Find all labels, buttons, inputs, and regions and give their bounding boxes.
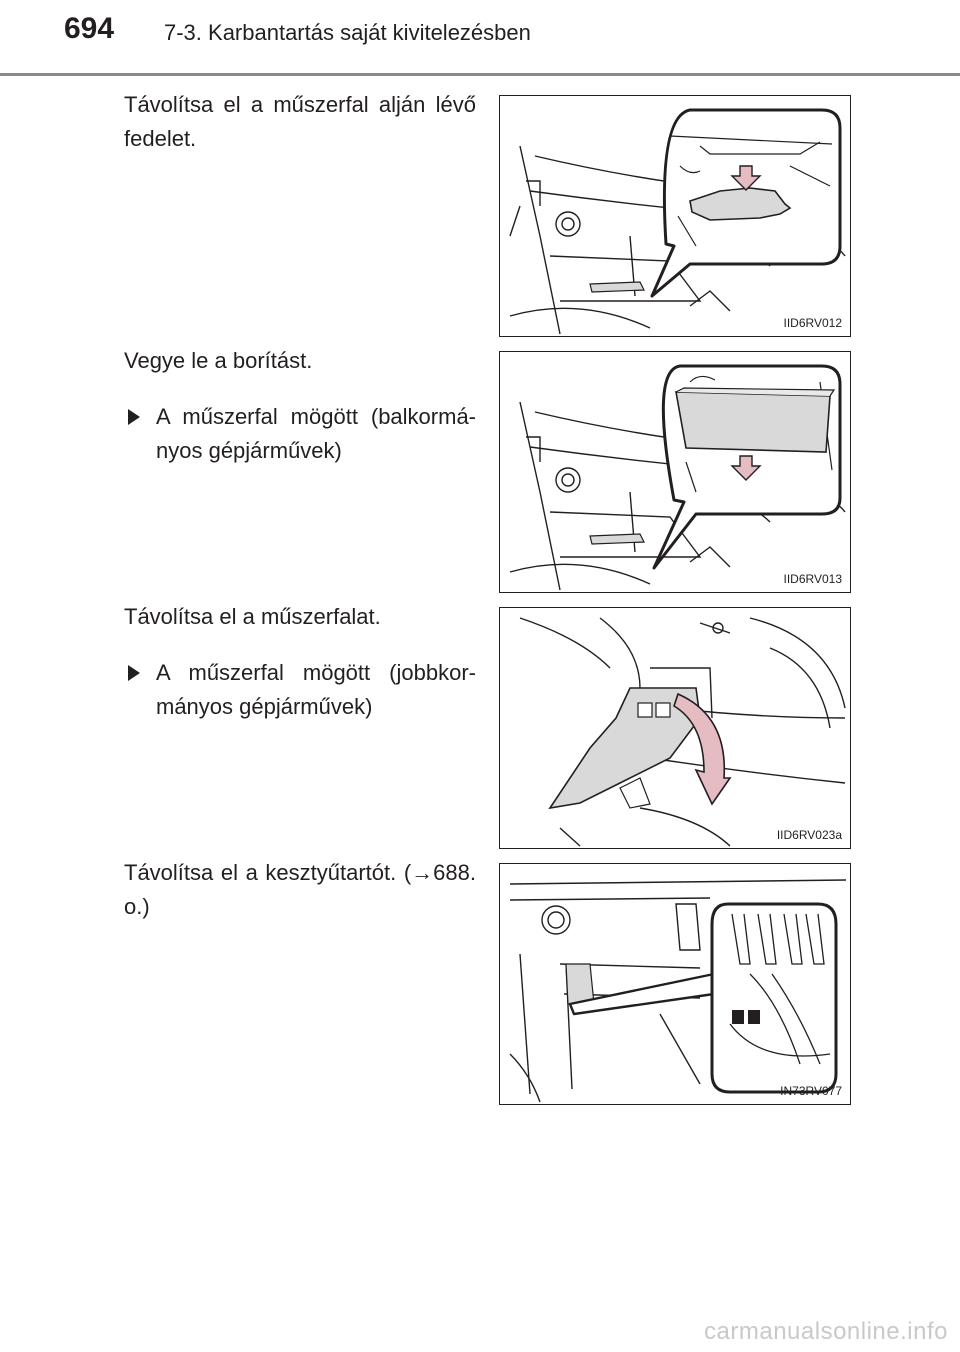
step-4: Távolítsa el a kesztyűtartót. (→688. o.) bbox=[124, 856, 476, 924]
step-2-subitem: A műszerfal mögött (balkormá-nyos gépjár… bbox=[124, 400, 476, 468]
section-title: 7-3. Karbantartás saját kivitelezésben bbox=[164, 20, 531, 45]
glovebox-illustration bbox=[509, 879, 847, 1103]
figure-1-code: IID6RV012 bbox=[783, 316, 842, 330]
step-1: Távolítsa el a műszerfal alján lévő fede… bbox=[124, 88, 476, 156]
cover-removal-illustration bbox=[509, 364, 846, 591]
figure-3-dashboard-panel-removal: IID6RV023a bbox=[499, 607, 851, 849]
step-2: Vegye le a borítást. A műszerfal mögött … bbox=[124, 344, 476, 468]
figure-3-code: IID6RV023a bbox=[776, 828, 842, 842]
dashboard-panel-illustration bbox=[519, 617, 846, 847]
watermark: carmanualsonline.info bbox=[704, 1318, 948, 1345]
step-3: Távolítsa el a műszerfalat. A műszerfal … bbox=[124, 600, 476, 724]
step-3-subitem-text: A műszerfal mögött (jobbkor-mányos gépjá… bbox=[156, 660, 476, 719]
triangle-bullet-icon bbox=[128, 665, 140, 681]
figure-2-cover-removal: IID6RV013 bbox=[499, 351, 851, 593]
figure-1-dashboard-lower-cover: IID6RV012 bbox=[499, 95, 851, 337]
figure-4-glovebox-removal: IN73RV077 bbox=[499, 863, 851, 1105]
triangle-bullet-icon bbox=[128, 409, 140, 425]
dashboard-cover-illustration bbox=[509, 108, 846, 335]
step-2-subitem-text: A műszerfal mögött (balkormá-nyos gépjár… bbox=[156, 404, 476, 463]
figure-4-code: IN73RV077 bbox=[780, 1084, 842, 1098]
page-number: 694 bbox=[64, 12, 115, 45]
step-3-subitem: A műszerfal mögött (jobbkor-mányos gépjá… bbox=[124, 656, 476, 724]
step-2-text: Vegye le a borítást. bbox=[124, 348, 313, 373]
figure-2-code: IID6RV013 bbox=[783, 572, 842, 586]
step-3-text: Távolítsa el a műszerfalat. bbox=[124, 604, 381, 629]
step-1-text: Távolítsa el a műszerfal alján lévő fede… bbox=[124, 92, 476, 151]
header-divider bbox=[0, 73, 960, 76]
step-4-text: Távolítsa el a kesztyűtartót. (→688. o.) bbox=[124, 860, 476, 919]
